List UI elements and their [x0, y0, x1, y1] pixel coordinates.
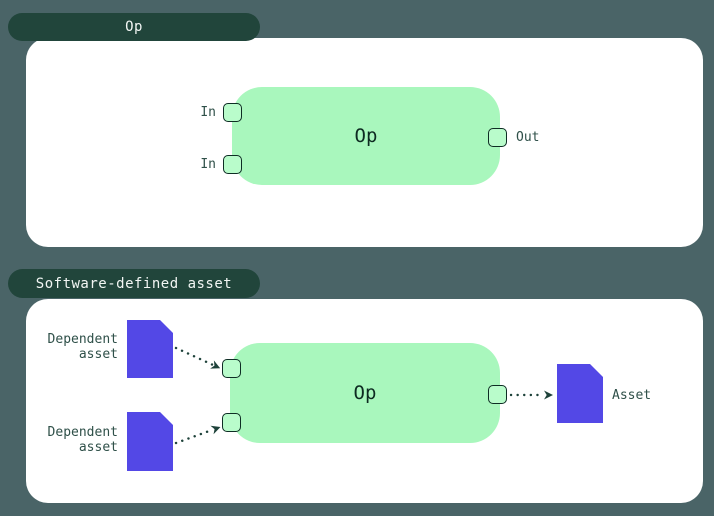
op-node-label: Op [353, 382, 377, 404]
software-defined-asset-panel: Op Dependent asset Dependent asset Asset [26, 299, 703, 503]
op-panel: Op In In Out [26, 38, 703, 247]
dependent-asset-label: Dependent asset [47, 425, 118, 455]
output-port-icon [488, 385, 507, 404]
dependent-asset-label: Dependent asset [47, 332, 118, 362]
asset-label: Asset [612, 388, 652, 403]
op-node: Op [230, 343, 500, 443]
dependent-asset-document-icon [127, 412, 173, 471]
input-label: In [200, 157, 216, 172]
op-node-label: Op [354, 125, 378, 147]
op-node: Op [232, 87, 500, 185]
input-port-icon [223, 155, 242, 174]
tab-software-defined-asset: Software-defined asset [8, 269, 260, 298]
dependency-arrow-icon [174, 425, 221, 445]
dependency-arrow-icon [174, 346, 221, 369]
tab-op: Op [8, 13, 260, 41]
input-port-icon [223, 103, 242, 122]
input-port-icon [222, 413, 241, 432]
input-port-icon [222, 359, 241, 378]
dependent-asset-document-icon [127, 320, 173, 378]
output-port-icon [488, 128, 507, 147]
tab-software-defined-asset-label: Software-defined asset [35, 275, 233, 292]
asset-document-icon [557, 364, 603, 423]
output-label: Out [516, 130, 540, 145]
tab-op-label: Op [125, 19, 143, 35]
input-label: In [200, 105, 216, 120]
